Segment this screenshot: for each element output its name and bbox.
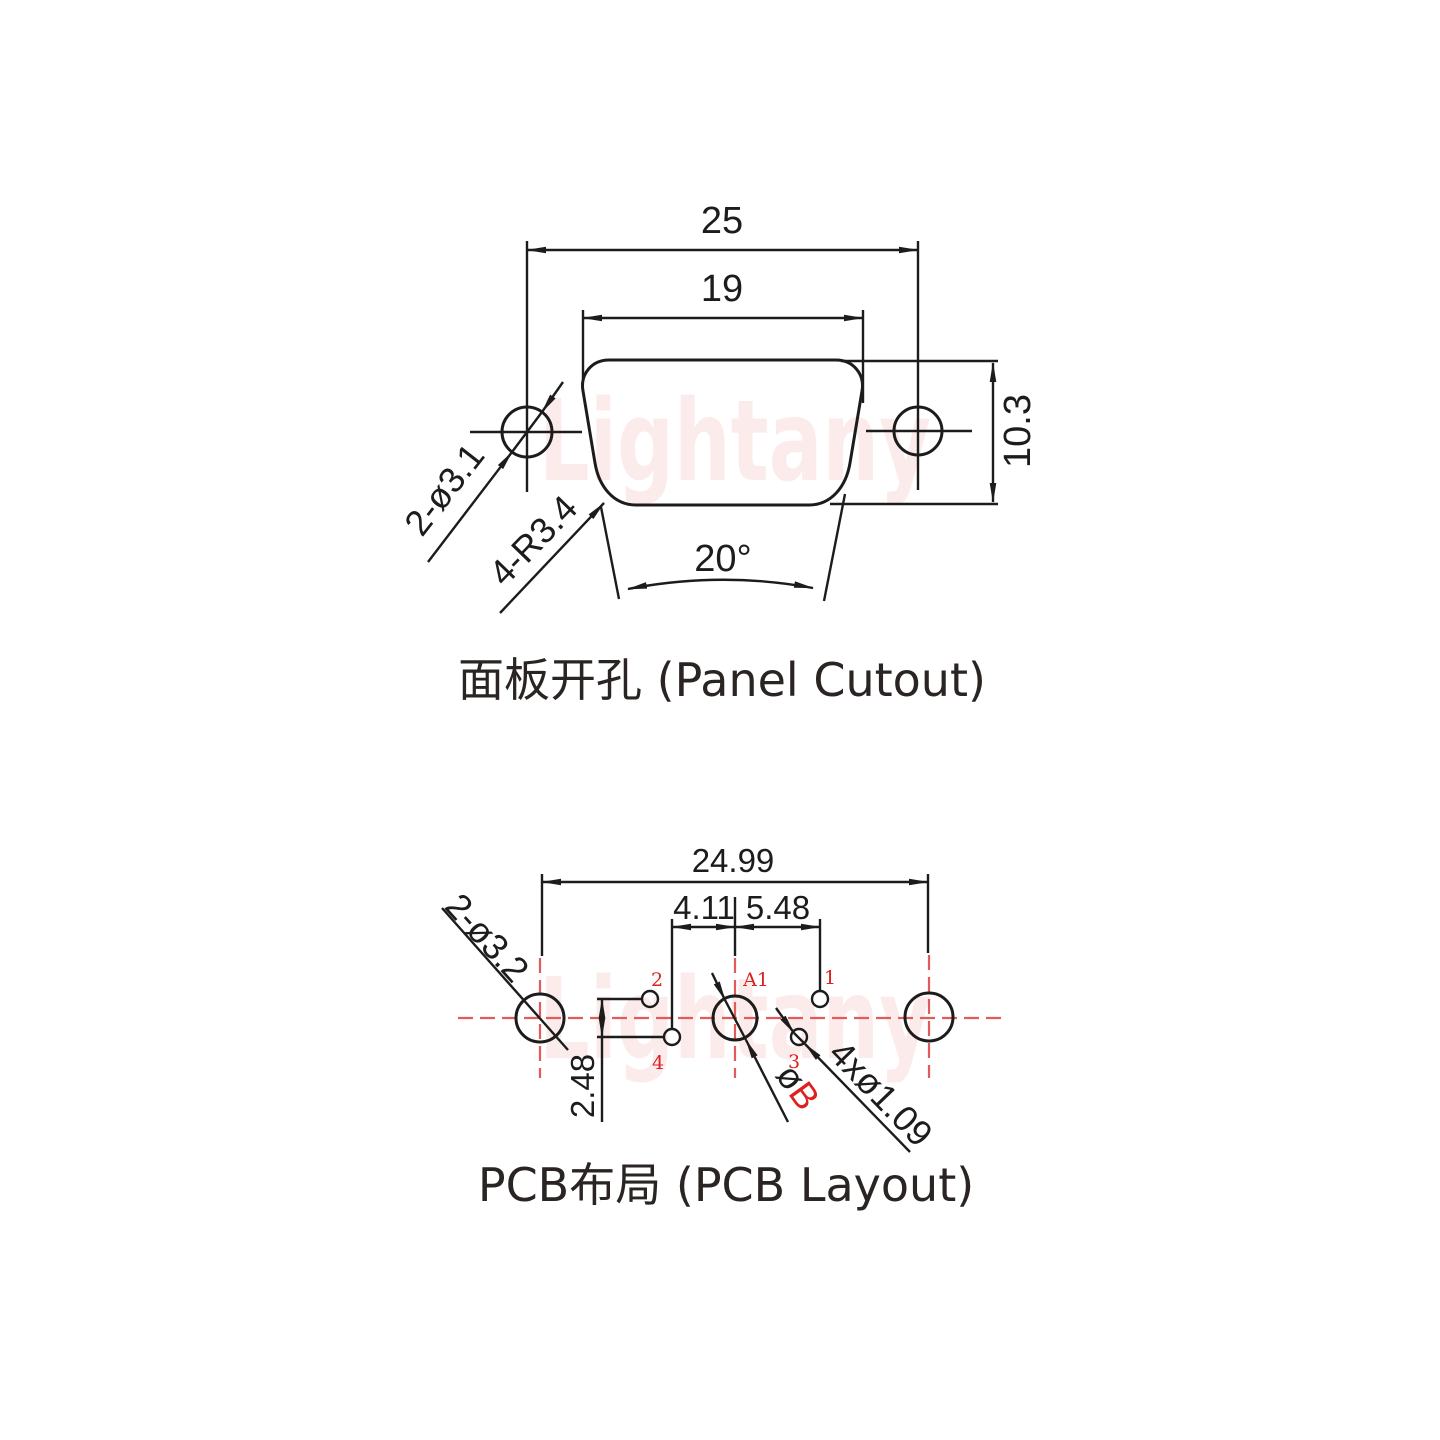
- pcb-pin-label-1: 1: [824, 967, 836, 989]
- panel-mount-hole-left: [500, 405, 554, 459]
- pcb-hole-pin2: [640, 989, 660, 1009]
- panel-dim-text-103: 10.3: [997, 394, 1039, 468]
- pcb-pin-label-3: 3: [788, 1051, 800, 1073]
- watermark-panel: Lightany: [539, 377, 931, 507]
- pcb-leader-coax-lower: [744, 1039, 790, 1123]
- pcb-view-title: PCB布局 (PCB Layout): [478, 1158, 974, 1212]
- pcb-leader-mount-holes: [441, 907, 569, 1051]
- pcb-leader-signal-chord: [793, 1032, 806, 1045]
- pcb-mount-hole-right: [903, 991, 955, 1043]
- panel-mount-hole-right: [892, 405, 944, 457]
- panel-leader-holes-upper: [541, 381, 564, 413]
- pcb-dim-text-2499: 24.99: [692, 842, 775, 879]
- pcb-pin-label-4: 4: [652, 1052, 664, 1074]
- pcb-pin-label-2: 2: [651, 969, 663, 991]
- pcb-hole-pin3: [789, 1027, 809, 1047]
- pcb-leader-coax-chord: [723, 999, 748, 1041]
- panel-angle-arc: [627, 578, 814, 591]
- pcb-dim-text-248: 2.48: [564, 1054, 601, 1118]
- panel-leader-radius: [499, 502, 605, 614]
- pcb-leader-signal-lower: [804, 1043, 911, 1153]
- pcb-hole-pin4: [662, 1027, 682, 1047]
- pcb-pin-label-a1: A1: [742, 969, 769, 991]
- panel-label-mount-holes: 2-ø3.1: [396, 436, 492, 543]
- pcb-label-mount-holes: 2-ø3.2: [437, 885, 537, 990]
- panel-dsub-cutout-outline: [581, 358, 864, 507]
- pcb-dim-text-411: 4.11: [673, 889, 735, 926]
- pcb-hole-a1: [711, 994, 759, 1042]
- panel-taper-ext-left: [599, 506, 621, 600]
- panel-dim-text-angle: 20°: [694, 538, 751, 580]
- pcb-mount-hole-left: [514, 992, 566, 1044]
- panel-leader-holes-lower: [427, 451, 513, 563]
- pcb-leader-signal-upper: [775, 1007, 795, 1034]
- panel-view-title: 面板开孔 (Panel Cutout): [458, 653, 986, 707]
- panel-dim-text-25: 25: [701, 200, 743, 242]
- pcb-leader-coax-upper: [710, 972, 727, 1001]
- pcb-hole-pin1: [810, 989, 830, 1009]
- panel-leader-holes-chord: [511, 411, 543, 453]
- panel-taper-ext-right: [822, 493, 847, 602]
- pcb-dim-text-548: 5.48: [746, 889, 810, 926]
- panel-dim-text-19: 19: [701, 268, 743, 310]
